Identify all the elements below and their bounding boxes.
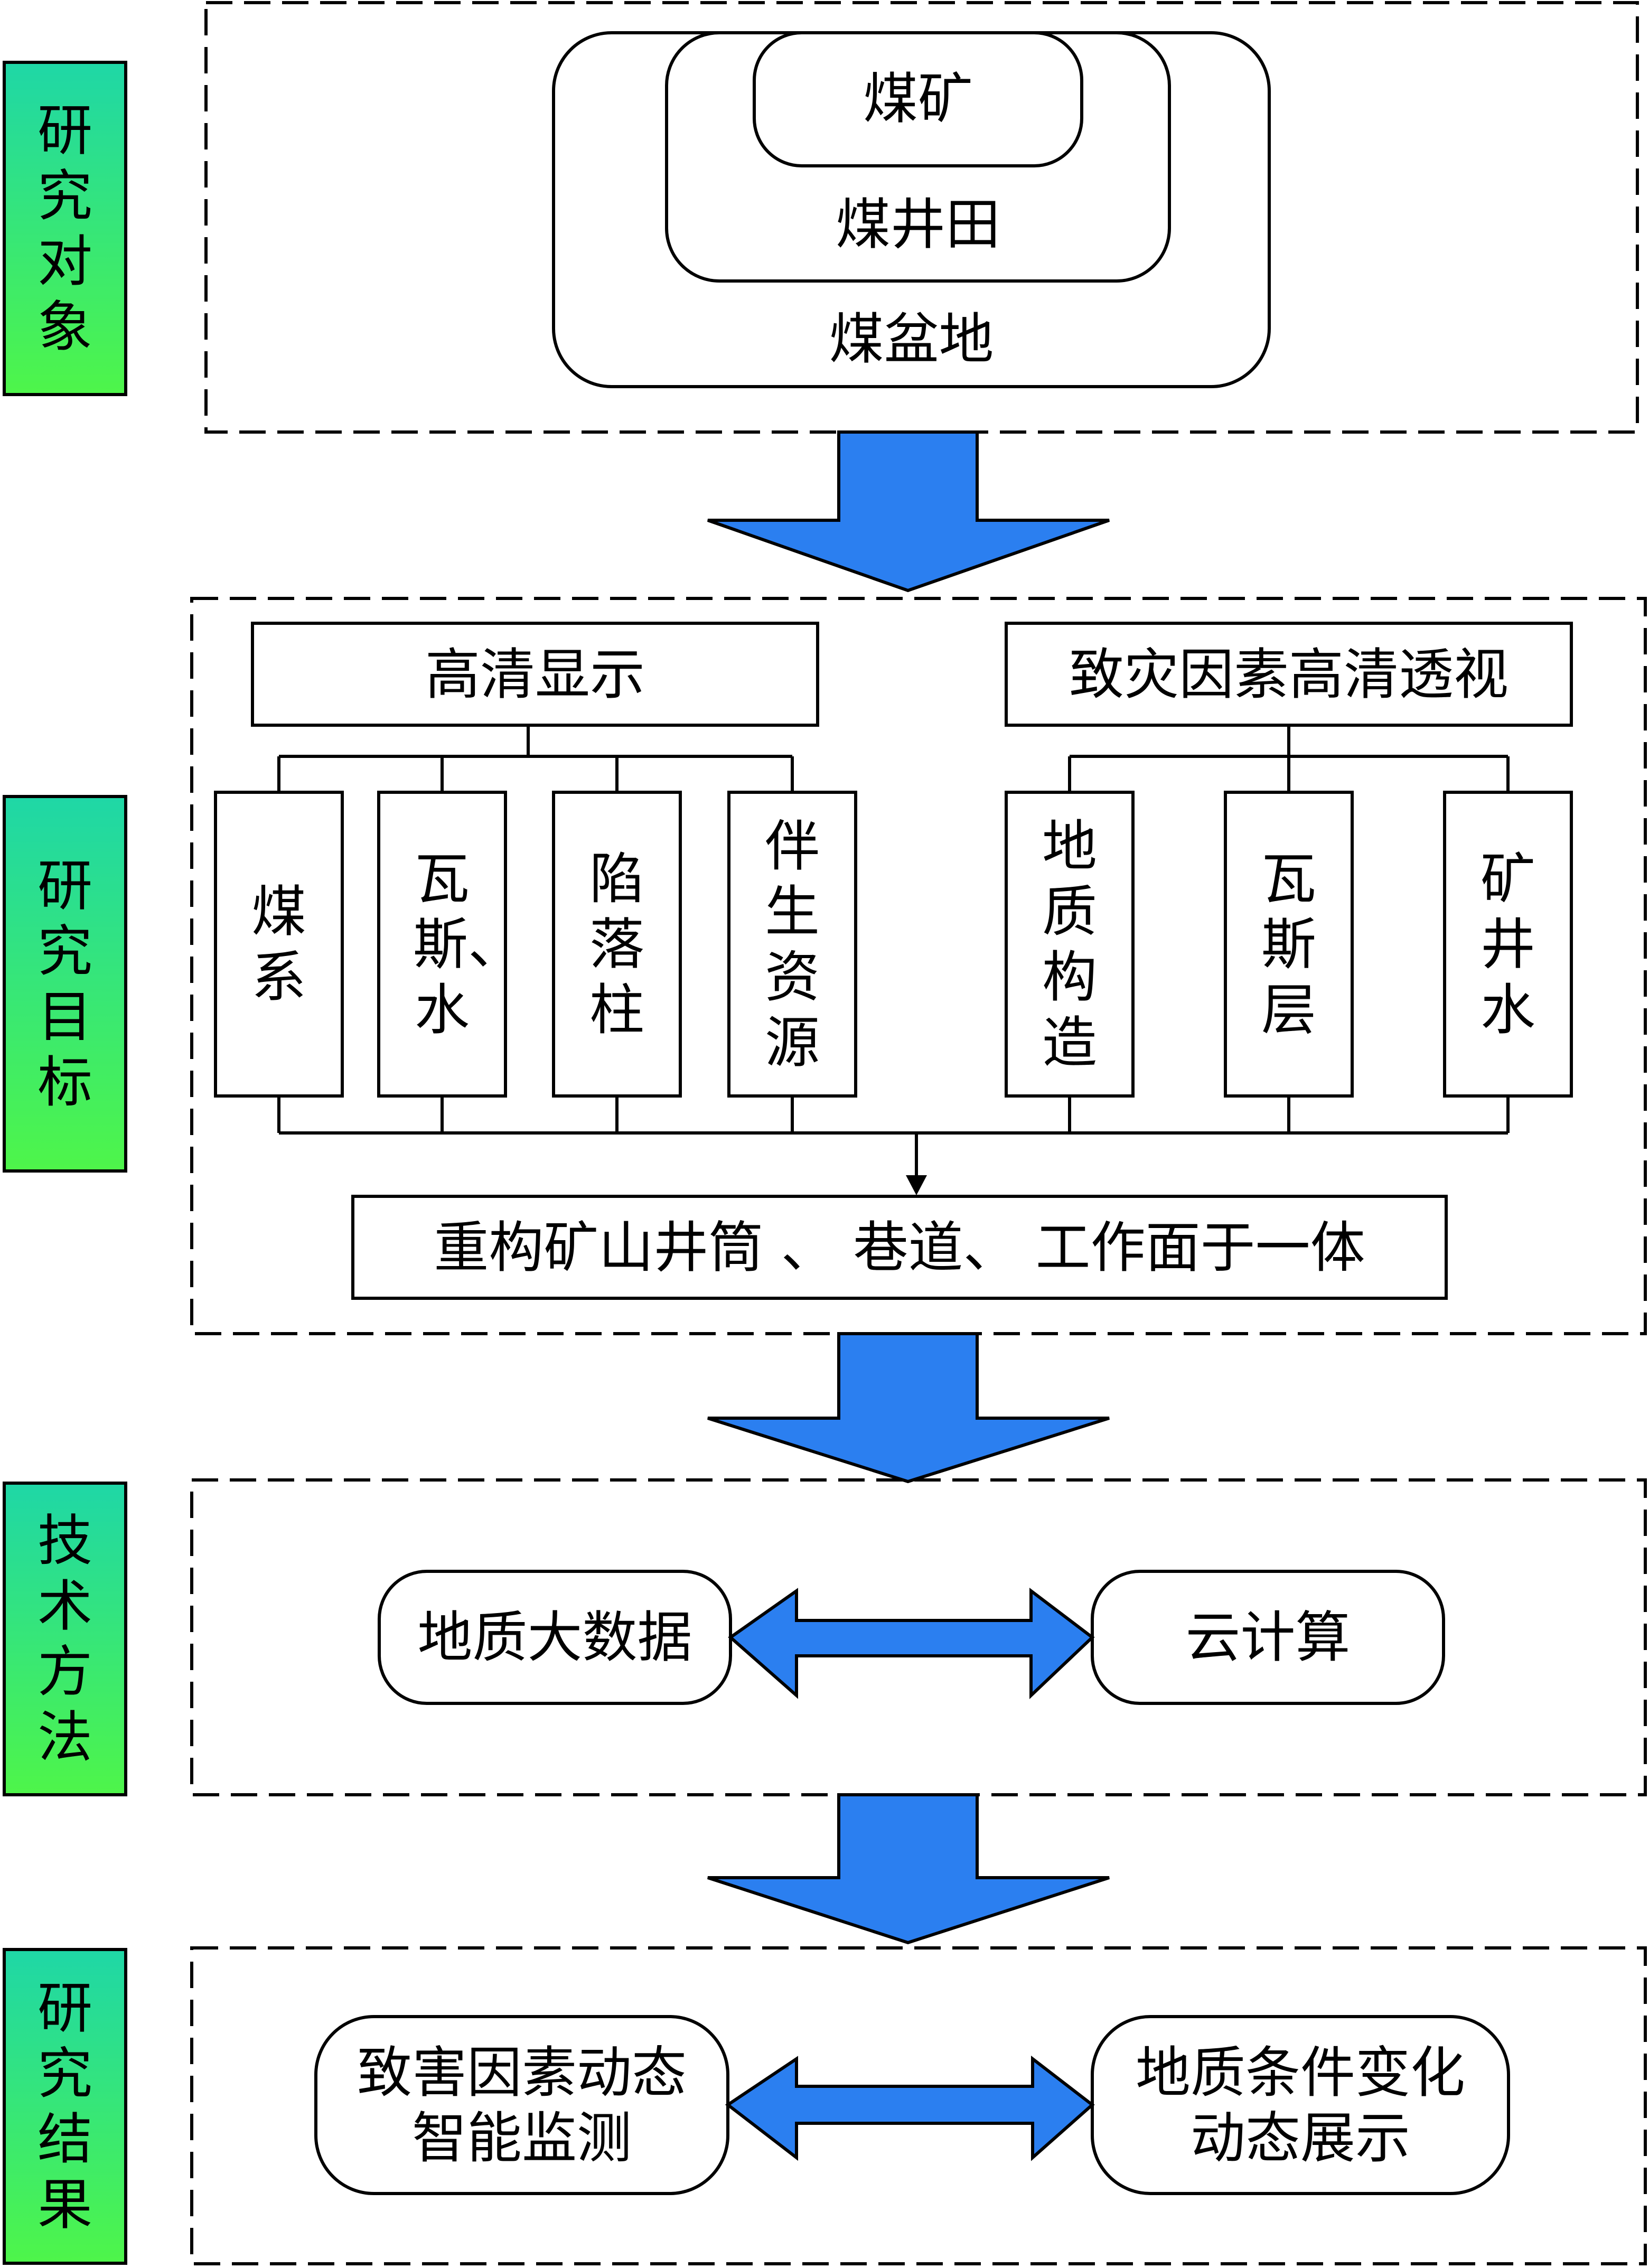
outcome-left-label: 致害因素动态 智能监测 xyxy=(316,2017,728,2194)
left-header-box xyxy=(251,622,819,727)
section-frame-outcome xyxy=(190,1946,1647,2265)
outcome-right-line2: 动态展示 xyxy=(1190,2105,1410,2170)
item-label-2-text: 瓦斯、水 xyxy=(413,846,523,1042)
down-arrow-icon-1 xyxy=(707,430,1110,593)
result-box xyxy=(351,1195,1448,1300)
middle-box-label: 煤井田 xyxy=(835,192,1000,257)
item-label-7-text: 矿井水 xyxy=(1480,846,1535,1042)
item-label-5: 地质构造 xyxy=(1006,792,1133,1096)
outcome-right-label: 地质条件变化 动态展示 xyxy=(1092,2017,1509,2194)
side-label-method: 技术方法 xyxy=(3,1482,127,1796)
result-label: 重构矿山井筒 、 巷道、 工作面于一体 xyxy=(434,1215,1365,1280)
item-label-1: 煤系 xyxy=(216,792,342,1096)
down-arrow-icon-3 xyxy=(707,1793,1110,1945)
item-label-6-text: 瓦斯层 xyxy=(1261,846,1316,1042)
side-label-method-text: 技术方法 xyxy=(37,1508,92,1769)
right-connector xyxy=(1068,725,1510,792)
outcome-right-line1: 地质条件变化 xyxy=(1135,2040,1465,2105)
inner-box xyxy=(753,31,1083,167)
left-header-label: 高清显示 xyxy=(425,642,645,707)
inner-box-label: 煤矿 xyxy=(863,67,973,131)
item-label-1-text: 煤系 xyxy=(251,879,306,1009)
side-label-object: 研究对象 xyxy=(3,61,127,396)
method-right-label: 云计算 xyxy=(1185,1605,1351,1670)
right-header-label: 致灾因素高清透视 xyxy=(1069,642,1509,707)
item-label-3: 陷落柱 xyxy=(554,792,680,1096)
side-label-goal-text: 研究目标 xyxy=(37,853,92,1114)
section-frame-object xyxy=(204,1,1639,434)
outcome-left-line1: 致害因素动态 xyxy=(357,2040,687,2105)
side-label-object-text: 研究对象 xyxy=(37,98,92,359)
item-label-4: 伴生资源 xyxy=(729,792,856,1096)
item-label-4-text: 伴生资源 xyxy=(764,813,820,1075)
double-arrow-icon-method xyxy=(728,1587,1095,1699)
item-label-3-text: 陷落柱 xyxy=(589,846,644,1042)
side-label-goal: 研究目标 xyxy=(3,795,127,1173)
side-label-outcome-text: 研究结果 xyxy=(37,1976,92,2237)
down-arrow-icon-2 xyxy=(707,1332,1110,1484)
item-label-7: 矿井水 xyxy=(1445,792,1571,1096)
double-arrow-icon-outcome xyxy=(725,2055,1095,2161)
side-label-outcome: 研究结果 xyxy=(3,1948,127,2265)
left-connector xyxy=(277,725,794,792)
item-label-2: 瓦斯、水 xyxy=(379,792,523,1096)
bottom-bus xyxy=(277,1096,1510,1178)
item-label-5-text: 地质构造 xyxy=(1042,813,1097,1075)
outer-box-label: 煤盆地 xyxy=(829,307,994,371)
outcome-left-line2: 智能监测 xyxy=(411,2105,632,2170)
method-left-label: 地质大数据 xyxy=(417,1605,692,1670)
result-arrowhead-icon xyxy=(906,1175,927,1195)
item-label-6: 瓦斯层 xyxy=(1225,792,1352,1096)
